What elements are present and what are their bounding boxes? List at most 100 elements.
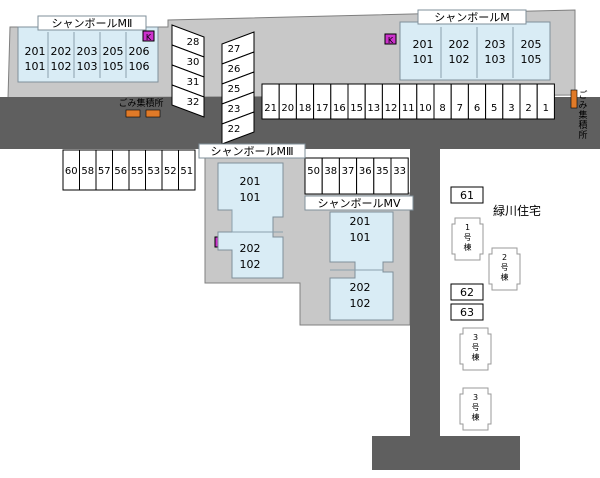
m2-unit-106: 106 xyxy=(129,60,150,73)
m1-unit-201: 201 xyxy=(413,38,434,51)
m2-unit-202: 202 xyxy=(51,45,72,58)
parking-singles: 61 62 63 xyxy=(450,186,484,321)
m3-unit-102: 102 xyxy=(240,258,261,271)
garbage-left-label: ごみ集積所 xyxy=(118,97,163,109)
parking-slot-22-label: 22 xyxy=(228,124,241,135)
parking-slot-32-label: 32 xyxy=(187,97,200,108)
parking-slot-38-label: 38 xyxy=(324,166,337,177)
parking-slot-56-label: 56 xyxy=(114,166,127,177)
building-m1-label-box xyxy=(417,9,527,25)
parking-slot-61 xyxy=(450,186,484,204)
garbage-right-label: ごみ集積所 xyxy=(578,89,587,141)
m5-unit-102: 102 xyxy=(350,297,371,310)
building-m2-label-box xyxy=(37,15,147,31)
m2-unit-101: 101 xyxy=(25,60,46,73)
parking-slot-18-label: 18 xyxy=(299,103,312,114)
building-m5 xyxy=(329,211,394,321)
parking-slot-53-label: 53 xyxy=(147,166,160,177)
parking-slot-23-label: 23 xyxy=(228,104,241,115)
parking-slot-22 xyxy=(221,111,255,145)
m2-unit-203: 203 xyxy=(77,45,98,58)
parking-slot-6-label: 6 xyxy=(474,103,480,114)
m5-unit-201: 201 xyxy=(350,215,371,228)
building-m3-label-box xyxy=(198,143,306,159)
parking-slot-32 xyxy=(171,84,205,118)
parking-slot-2-label: 2 xyxy=(525,103,531,114)
building-m5-label-box xyxy=(304,195,414,211)
parking-slot-63-label: 63 xyxy=(460,306,474,319)
parking-slot-63 xyxy=(450,303,484,321)
garbage-box-left-2 xyxy=(145,109,161,118)
parking-slot-60-label: 60 xyxy=(65,166,78,177)
midorikawa-name: 緑川住宅 xyxy=(493,203,541,218)
m1-unit-101: 101 xyxy=(413,53,434,66)
m2-unit-102: 102 xyxy=(51,60,72,73)
parking-slot-62-label: 62 xyxy=(460,286,474,299)
m2-unit-105: 105 xyxy=(103,60,124,73)
parking-slot-21-label: 21 xyxy=(264,103,277,114)
parking-slot-7-label: 7 xyxy=(457,103,463,114)
parking-slot-8-label: 8 xyxy=(439,103,445,114)
parking-slot-16-label: 16 xyxy=(333,103,346,114)
parking-slot-1-label: 1 xyxy=(543,103,549,114)
midorikawa-block-1 xyxy=(451,217,484,261)
parking-slot-51 xyxy=(178,149,196,191)
m1-unit-105: 105 xyxy=(521,53,542,66)
parking-slot-30-label: 30 xyxy=(187,57,200,68)
m2-unit-103: 103 xyxy=(77,60,98,73)
garbage-box-left-1 xyxy=(125,109,141,118)
parking-slot-20-label: 20 xyxy=(281,103,294,114)
building-m2 xyxy=(17,26,159,83)
m3-unit-101: 101 xyxy=(240,191,261,204)
parking-diagonal-left: 28 30 31 32 xyxy=(171,24,205,118)
parking-slot-15-label: 15 xyxy=(350,103,363,114)
parking-slot-5-label: 5 xyxy=(491,103,497,114)
m1-unit-202: 202 xyxy=(449,38,470,51)
parking-slot-17-label: 17 xyxy=(316,103,329,114)
parking-slot-25-label: 25 xyxy=(228,84,241,95)
building-m1 xyxy=(399,21,551,81)
building-m3-units: 201 101 202 102 xyxy=(231,175,283,271)
side-road xyxy=(410,140,440,442)
m5-unit-202: 202 xyxy=(350,281,371,294)
parking-slot-13-label: 13 xyxy=(367,103,380,114)
parking-slot-28-label: 28 xyxy=(187,37,200,48)
parking-slot-57-label: 57 xyxy=(98,166,111,177)
building-m5-name: シャンボールMⅤ xyxy=(317,197,400,210)
k-marker-m2 xyxy=(142,30,155,42)
m3-unit-201: 201 xyxy=(240,175,261,188)
parking-slot-51-label: 51 xyxy=(180,166,193,177)
m2-unit-201: 201 xyxy=(25,45,46,58)
m1-unit-102: 102 xyxy=(449,53,470,66)
parking-slot-52-label: 52 xyxy=(164,166,177,177)
parking-slot-11-label: 11 xyxy=(402,103,415,114)
parking-slot-3-label: 3 xyxy=(508,103,514,114)
m3-unit-202: 202 xyxy=(240,242,261,255)
parking-slot-10-label: 10 xyxy=(419,103,432,114)
parking-slot-61-label: 61 xyxy=(460,189,474,202)
building-m3-name: シャンボールMⅢ xyxy=(210,145,293,158)
building-m2-name: シャンボールMⅡ xyxy=(52,17,133,30)
parking-slot-62 xyxy=(450,283,484,301)
k-marker-m2-label: K xyxy=(146,33,152,42)
parking-slot-33-label: 33 xyxy=(393,166,406,177)
parking-slot-33 xyxy=(390,157,409,195)
building-m1-name: シャンボールM xyxy=(434,11,510,24)
garbage-box-right xyxy=(570,89,578,109)
parking-slot-35-label: 35 xyxy=(376,166,389,177)
m1-unit-203: 203 xyxy=(485,38,506,51)
m2-unit-205: 205 xyxy=(103,45,124,58)
midorikawa-block-3 xyxy=(459,327,492,371)
m1-unit-205: 205 xyxy=(521,38,542,51)
parking-slot-55-label: 55 xyxy=(131,166,144,177)
parking-slot-31-label: 31 xyxy=(187,77,200,88)
parking-slot-1 xyxy=(536,83,555,120)
